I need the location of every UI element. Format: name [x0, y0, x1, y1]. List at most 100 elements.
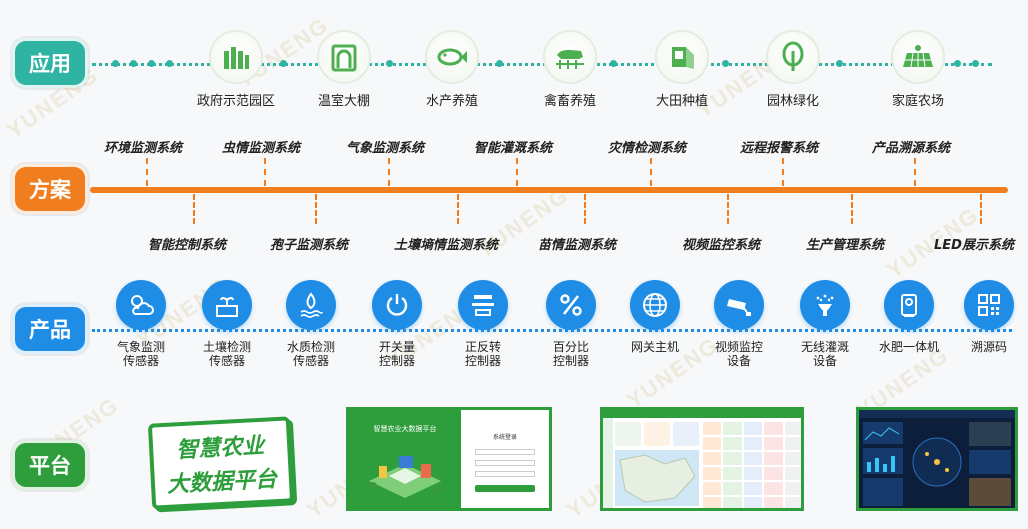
connector-dot — [954, 60, 961, 67]
login-title: 智慧农业大数据平台 — [373, 425, 437, 433]
connector-dot — [386, 60, 393, 67]
app-item: 政府示范园区 — [188, 30, 284, 109]
section-tag-products: 产品 — [12, 304, 88, 354]
section-tag-apps: 应用 — [12, 38, 88, 88]
product-label: 百分比控制器 — [530, 340, 612, 369]
app-item: 水产养殖 — [404, 30, 500, 109]
connector-dot — [972, 60, 979, 67]
power-icon — [372, 280, 422, 330]
solution-label-bottom: 孢子监测系统 — [270, 238, 349, 253]
platform-dashboard-screenshot — [600, 407, 804, 511]
products-connector-line — [92, 329, 1012, 332]
connector-dot — [610, 60, 617, 67]
dashboard-tile — [764, 437, 783, 450]
solution-label-top: 灾情检测系统 — [608, 141, 687, 156]
qr-code-icon — [964, 280, 1014, 330]
dashboard-tile — [764, 452, 783, 465]
solution-tick — [516, 158, 518, 186]
product-label: 土壤检测传感器 — [186, 340, 268, 369]
app-item: 园林绿化 — [745, 30, 841, 109]
section-tag-platform: 平台 — [12, 440, 88, 490]
app-label: 大田种植 — [655, 94, 708, 109]
dashboard-tile — [784, 467, 801, 480]
dashboard-tile — [743, 467, 763, 480]
product-label: 无线灌溉设备 — [784, 340, 866, 369]
dashboard-tile — [703, 467, 722, 480]
product-label-line: 网关主机 — [630, 340, 679, 354]
dashboard-tile — [703, 482, 722, 495]
dashboard-tile — [764, 467, 783, 480]
product-item: 网关主机 — [614, 280, 696, 354]
dashboard-tile — [784, 437, 801, 450]
dashboard-tile — [764, 422, 783, 435]
dashboard-map — [615, 450, 699, 506]
product-label-line: 传感器 — [208, 354, 245, 369]
camera-icon — [714, 280, 764, 330]
dashboard-tile — [743, 482, 763, 495]
solution-tick — [388, 158, 390, 186]
app-item: 大田种植 — [634, 30, 730, 109]
product-label-line: 控制器 — [464, 354, 501, 369]
app-label: 水产养殖 — [425, 94, 478, 109]
product-item: 气象监测传感器 — [100, 280, 182, 369]
product-label: 正反转控制器 — [442, 340, 524, 369]
dashboard-tile — [743, 452, 763, 465]
login-submit-button[interactable] — [475, 485, 535, 492]
soil-icon — [202, 280, 252, 330]
dashboard-tile — [784, 482, 801, 495]
product-label-line: 水肥一体机 — [878, 340, 939, 354]
greenhouse-field-icon — [209, 30, 263, 84]
solution-label-top: 远程报警系统 — [740, 141, 819, 156]
solution-label-top: 产品溯源系统 — [872, 141, 951, 156]
dashboard-tile — [723, 437, 742, 450]
product-item: 正反转控制器 — [442, 280, 524, 369]
dashboard-tile — [703, 437, 722, 450]
platform-login-screenshot: 智慧农业大数据平台 系统登录 — [346, 407, 552, 511]
app-item: 家庭农场 — [870, 30, 966, 109]
dashboard-tile — [723, 497, 742, 508]
product-label-line: 溯源码 — [970, 340, 1007, 354]
product-label-line: 控制器 — [552, 354, 589, 369]
connector-dot — [722, 60, 729, 67]
product-label-line: 传感器 — [292, 354, 329, 369]
product-label-line: 设备 — [812, 354, 837, 369]
fish-icon — [425, 30, 479, 84]
dashboard-tile — [723, 482, 742, 495]
solution-label-top: 智能灌溉系统 — [474, 141, 553, 156]
dashboard-tile — [723, 452, 742, 465]
product-label-line: 无线灌溉 — [800, 340, 849, 354]
dashboard-tile — [743, 422, 763, 435]
greenhouse-icon — [317, 30, 371, 84]
product-label-line: 正反转 — [464, 340, 501, 354]
dashboard-tile — [743, 497, 763, 508]
dashboard-tile — [703, 452, 722, 465]
product-label: 开关量控制器 — [356, 340, 438, 369]
login-password-input[interactable] — [475, 460, 535, 466]
dashboard-tile — [764, 497, 783, 508]
app-label: 家庭农场 — [891, 94, 944, 109]
product-item: 百分比控制器 — [530, 280, 612, 369]
dashboard-tile — [784, 452, 801, 465]
connector-dot — [280, 60, 287, 67]
dashboard-tiles — [703, 422, 801, 508]
solution-label-top: 环境监测系统 — [104, 141, 183, 156]
bigscreen-charts — [863, 422, 1011, 506]
app-item: 禽畜养殖 — [522, 30, 618, 109]
app-item: 温室大棚 — [296, 30, 392, 109]
connector-dot — [166, 60, 173, 67]
connector-dot — [496, 60, 503, 67]
app-label: 政府示范园区 — [196, 94, 275, 109]
fertilizer-icon — [884, 280, 934, 330]
solution-label-bottom: 苗情监测系统 — [538, 238, 617, 253]
product-item: 无线灌溉设备 — [784, 280, 866, 369]
solution-tick — [782, 158, 784, 186]
login-captcha-input[interactable] — [475, 471, 535, 477]
login-username-input[interactable] — [475, 449, 535, 455]
solution-label-bottom: 生产管理系统 — [806, 238, 885, 253]
login-form-title: 系统登录 — [492, 434, 517, 441]
solutions-timeline — [90, 187, 1008, 193]
solution-tick — [727, 194, 729, 224]
app-label: 温室大棚 — [317, 94, 370, 109]
weather-icon — [116, 280, 166, 330]
globe-icon — [630, 280, 680, 330]
